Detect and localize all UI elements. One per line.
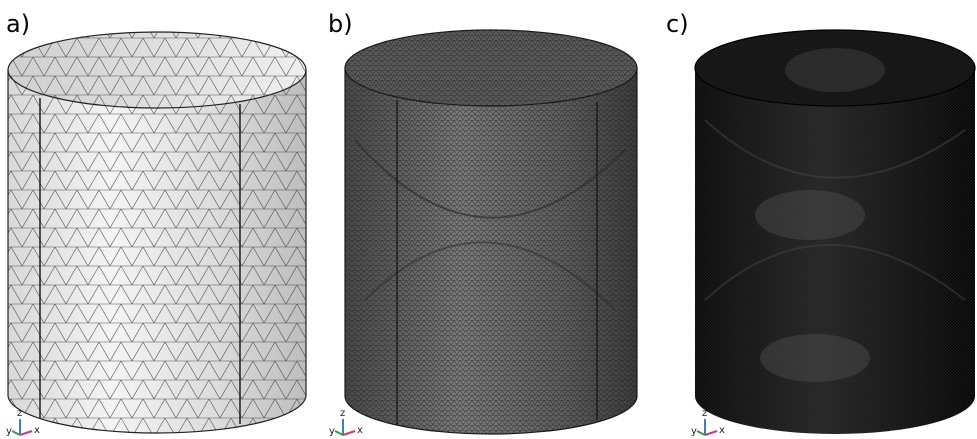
axis-triad: z x y	[691, 409, 731, 439]
z-axis-label: z	[340, 408, 346, 419]
x-axis-label: x	[357, 425, 363, 436]
panel-label: b)	[328, 10, 353, 38]
x-axis-label: x	[34, 425, 40, 436]
cylinder-mesh-fine	[344, 29, 638, 435]
panel-a: a)	[0, 0, 325, 439]
cylinder-mesh-coarse	[7, 31, 307, 434]
panel-b: b)	[325, 0, 655, 439]
axis-triad: z x y	[6, 409, 46, 439]
y-axis-label: y	[6, 426, 12, 437]
y-axis-label: y	[329, 426, 335, 437]
axis-triad: z x y	[329, 409, 369, 439]
x-axis-label: x	[719, 425, 725, 436]
z-axis-label: z	[17, 408, 23, 419]
panel-label: c)	[666, 10, 689, 38]
panel-label: a)	[6, 10, 31, 38]
cylinder-mesh-very-fine	[694, 29, 976, 434]
y-axis-label: y	[691, 426, 697, 437]
panel-c: c) z	[655, 0, 977, 439]
z-axis-label: z	[702, 408, 708, 419]
